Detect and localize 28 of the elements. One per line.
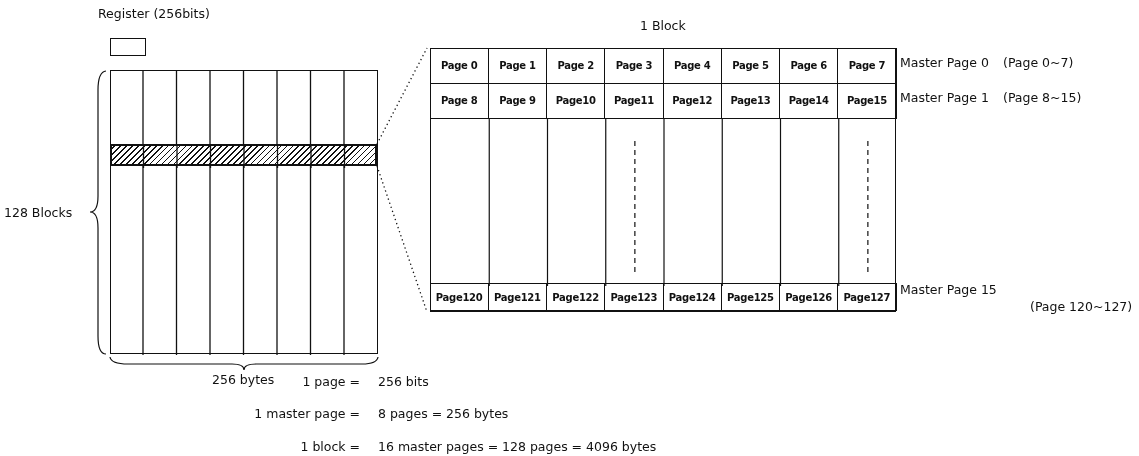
dimension-label: 128 Blocks: [4, 205, 73, 220]
page-cell: Page126: [779, 283, 839, 311]
page-cell: Page123: [604, 283, 664, 311]
block-heading: 1 Block: [640, 18, 686, 33]
row-range: (Page 120~127): [1030, 299, 1133, 314]
dotted-connector: [376, 165, 428, 313]
page-cell: Page124: [662, 283, 722, 311]
page-cell: Page122: [546, 283, 606, 311]
page-cell: Page121: [487, 283, 547, 311]
definition-value: 16 master pages = 128 pages = 4096 bytes: [378, 439, 657, 454]
dimension-label: 256 bytes: [212, 372, 275, 387]
hatched-row: [110, 144, 377, 166]
row-range: (Page 0~7): [1003, 55, 1074, 70]
register-label: Register (256bits): [98, 6, 210, 21]
row-range: (Page 8~15): [1003, 90, 1082, 105]
definition-term: 1 page =: [302, 374, 360, 389]
row-label: Master Page 15: [900, 282, 997, 297]
definition-value: 8 pages = 256 bytes: [378, 406, 509, 421]
definition-value: 256 bits: [378, 374, 429, 389]
page-cell: Page120: [429, 283, 489, 311]
row-label: Master Page 1: [900, 90, 989, 105]
row-label: Master Page 0: [900, 55, 989, 70]
definition-term: 1 master page =: [254, 406, 360, 421]
page-cell: Page127: [837, 283, 897, 311]
page-cell: Page15: [837, 82, 897, 119]
page-cell: Page125: [720, 283, 780, 311]
definition-term: 1 block =: [300, 439, 360, 454]
memory-array: [110, 70, 378, 354]
